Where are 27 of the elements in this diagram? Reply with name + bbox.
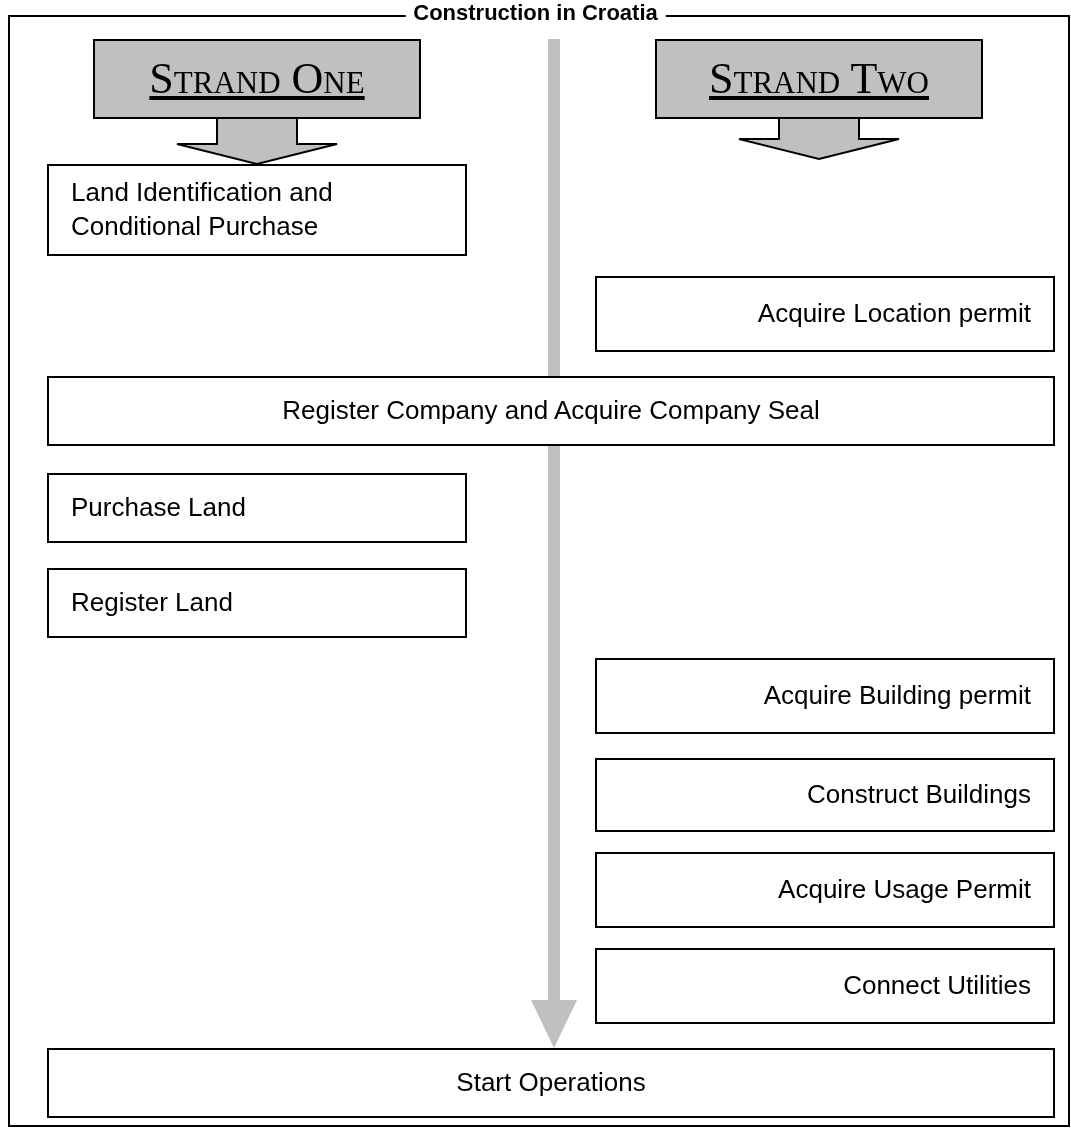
process-box (595, 276, 1055, 352)
step-label: Purchase Land (71, 491, 246, 525)
strand-heading: Strand Two (709, 53, 929, 106)
step-label: Register Company and Acquire Company Seal (282, 394, 820, 428)
process-box (595, 948, 1055, 1024)
step-label: Acquire Building permit (763, 679, 1031, 713)
strand-header-block (655, 39, 983, 119)
process-box (47, 568, 467, 638)
timeline-arrow (531, 39, 577, 1048)
process-box (47, 164, 467, 256)
process-box (595, 758, 1055, 832)
process-box (47, 1048, 1055, 1118)
strand-header-block (93, 39, 421, 119)
step-label: Register Land (71, 586, 233, 620)
process-box (47, 376, 1055, 446)
step-label: Connect Utilities (843, 969, 1031, 1003)
step-label: Construct Buildings (807, 778, 1031, 812)
process-box (595, 658, 1055, 734)
step-label: Acquire Location permit (757, 297, 1031, 331)
strand-heading: Strand One (149, 53, 365, 106)
step-label: Acquire Usage Permit (778, 873, 1031, 907)
process-box (595, 852, 1055, 928)
callout-arrow (176, 117, 338, 166)
step-label: Land Identification and Conditional Purchase (71, 176, 334, 243)
step-label: Start Operations (456, 1066, 646, 1100)
process-box (47, 473, 467, 543)
callout-arrow (738, 117, 900, 161)
